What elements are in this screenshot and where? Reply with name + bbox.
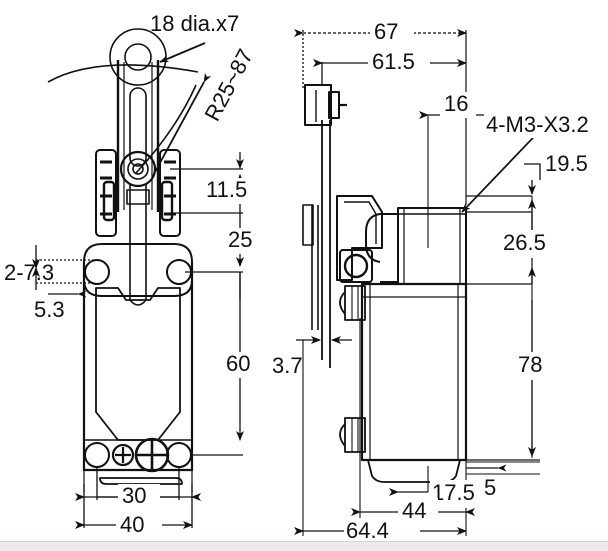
head-bracket-right [159,149,181,237]
side-actuator-rod [321,120,331,368]
body-inner-contour [95,287,181,441]
side-head-bracket-inner [344,201,377,244]
side-head-bracket [336,195,383,281]
dim-label-3_7: 3.7 [272,353,303,378]
label-bg-60 [222,352,264,378]
label-bg-26_5 [500,230,562,258]
dim-label-19_5: 19.5 [545,151,588,176]
annotation-2-7.3: 2-7.3 [4,260,54,285]
side-mount-ear-top-lines [351,286,359,320]
dim-label-61_5: 61.5 [372,49,415,74]
lever-swing-arc-2 [135,84,197,174]
lever-arm-outer [116,60,160,212]
dim-label-40: 40 [120,512,144,537]
dim-label-25: 25 [228,227,252,252]
upper-mount-hole-left [84,259,110,285]
dim-label-26_5: 26.5 [503,230,546,255]
conduit-screw-small-cross [115,447,131,463]
side-view-geometry [302,84,551,483]
dim-label-11_5: 11.5 [206,177,247,202]
annotation-lever-radius: R25~87 [199,45,258,125]
label-bg-61_5 [368,50,430,76]
side-view-dimension-labels: 67 61.5 16 4-M3-X3.2 19.5 26.5 78 3.7 17… [272,19,608,548]
dim-label-5_3: 5.3 [34,297,65,322]
clamp-left [102,180,116,222]
leader-19_5 [524,163,541,180]
side-body [360,282,468,462]
clamp-right [160,180,174,222]
side-mount-ear-top [344,285,366,321]
side-base-plate [367,459,461,483]
dim-label-16: 16 [444,91,468,116]
roller-bore-circle [124,43,152,71]
dim-label-5: 5 [484,475,496,500]
label-bg-40 [116,512,162,540]
side-mount-ear-top-nose [339,291,346,315]
dim-label-30: 30 [122,483,146,508]
pivot-boss-outer [119,150,157,188]
plunger-stem [129,184,147,300]
front-view-geometry [47,28,212,492]
dim-label-64_4: 64.4 [346,518,389,543]
dim-label-60: 60 [226,351,250,376]
plunger-stem-tip [129,299,147,306]
bottom-hole-right [166,442,192,468]
radius-leader-line [154,72,212,173]
ext-lines-40 [83,484,193,528]
annotation-mounting-holes: 4-M3-X3.2 [486,112,589,137]
side-head-nose [365,213,381,263]
footer-band [0,541,608,551]
head-bracket-left [95,149,117,237]
front-view-dimensions [32,152,244,529]
conduit-screw-small [111,443,135,467]
side-lever-block [304,84,332,126]
side-screw-head [343,253,369,279]
plunger-collar [126,189,150,205]
side-head-body-side-lines [403,208,461,284]
side-mount-tab-upper [302,204,314,246]
label-bg-16 [440,92,476,118]
lever-swing-arc [47,64,199,83]
label-bg-4m3 [484,110,608,138]
dim-label-17_5: 17.5 [432,480,475,505]
roller-leader-line [159,42,206,63]
side-head-body [397,207,467,285]
lever-arm-slot [129,87,147,167]
dim-label-78: 78 [518,352,542,377]
side-mount-ear-bottom-nose [339,423,346,447]
head-bracket-right-ribs [164,160,176,216]
label-bg-78 [514,352,554,380]
pivot-boss-bore [132,163,144,175]
annotation-roller-diameter: 18 dia.x7 [150,11,239,36]
side-screw-boss [339,249,373,283]
label-bg-11_5 [200,178,274,204]
cable-entry-screw-cross [136,439,168,471]
side-mount-plate-edge [311,205,319,330]
label-bg-25 [224,228,264,254]
label-bg-17_5 [430,480,492,508]
head-bracket-left-ribs [100,160,112,216]
ext-lines-30 [96,467,180,500]
dim-label-67: 67 [374,19,398,44]
lever-arm-inner [123,62,153,210]
side-mount-ear-bottom-lines [351,418,359,452]
bottom-hole-left [84,442,110,468]
base-plate [99,477,183,485]
front-view-dimension-labels: 11.5 25 60 2-7.3 5.3 30 40 18 dia.x7 R25… [4,11,274,540]
label-bg-67 [370,20,414,46]
side-mount-ear-bottom [344,417,366,453]
label-bg-30 [118,484,160,512]
pivot-boss-mid [127,158,149,180]
body-outline [82,262,194,472]
